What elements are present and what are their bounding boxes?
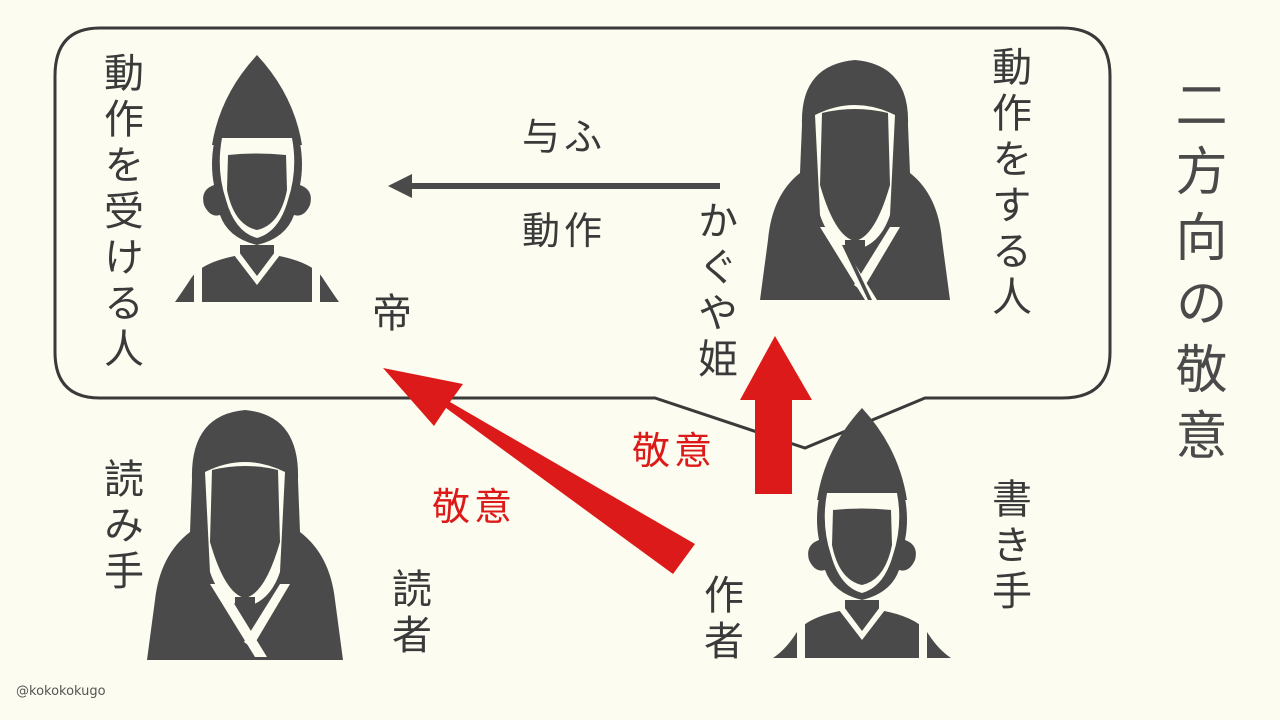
action-arrow [388,174,720,198]
writer-name-label: 作者 [697,574,743,666]
writer-figure [773,408,951,658]
page-title: 二方向の敬意 [1166,78,1226,474]
doer-role-label: 動作をする人 [985,46,1031,322]
action-verb: 与ふ [522,115,607,159]
kaguya-figure [760,60,950,300]
doer-name-label: かぐや姫 [691,200,737,384]
mikado-figure [175,55,339,302]
reader-role-label: 読み手 [97,458,143,596]
respect-label-to-kaguya: 敬意 [632,429,717,473]
reader-figure [147,410,343,660]
action-label: 動作 [522,209,607,253]
writer-role-label: 書き手 [985,478,1031,616]
respect-arrow-to-mikado [383,368,695,574]
respect-arrow-to-kaguya [740,336,812,494]
receiver-name-label: 帝 [365,292,411,338]
reader-name-label: 読者 [385,568,431,660]
receiver-role-label: 動作を受ける人 [97,52,143,374]
credit-text: @kokokokugo [16,684,106,699]
respect-label-to-mikado: 敬意 [432,485,517,529]
